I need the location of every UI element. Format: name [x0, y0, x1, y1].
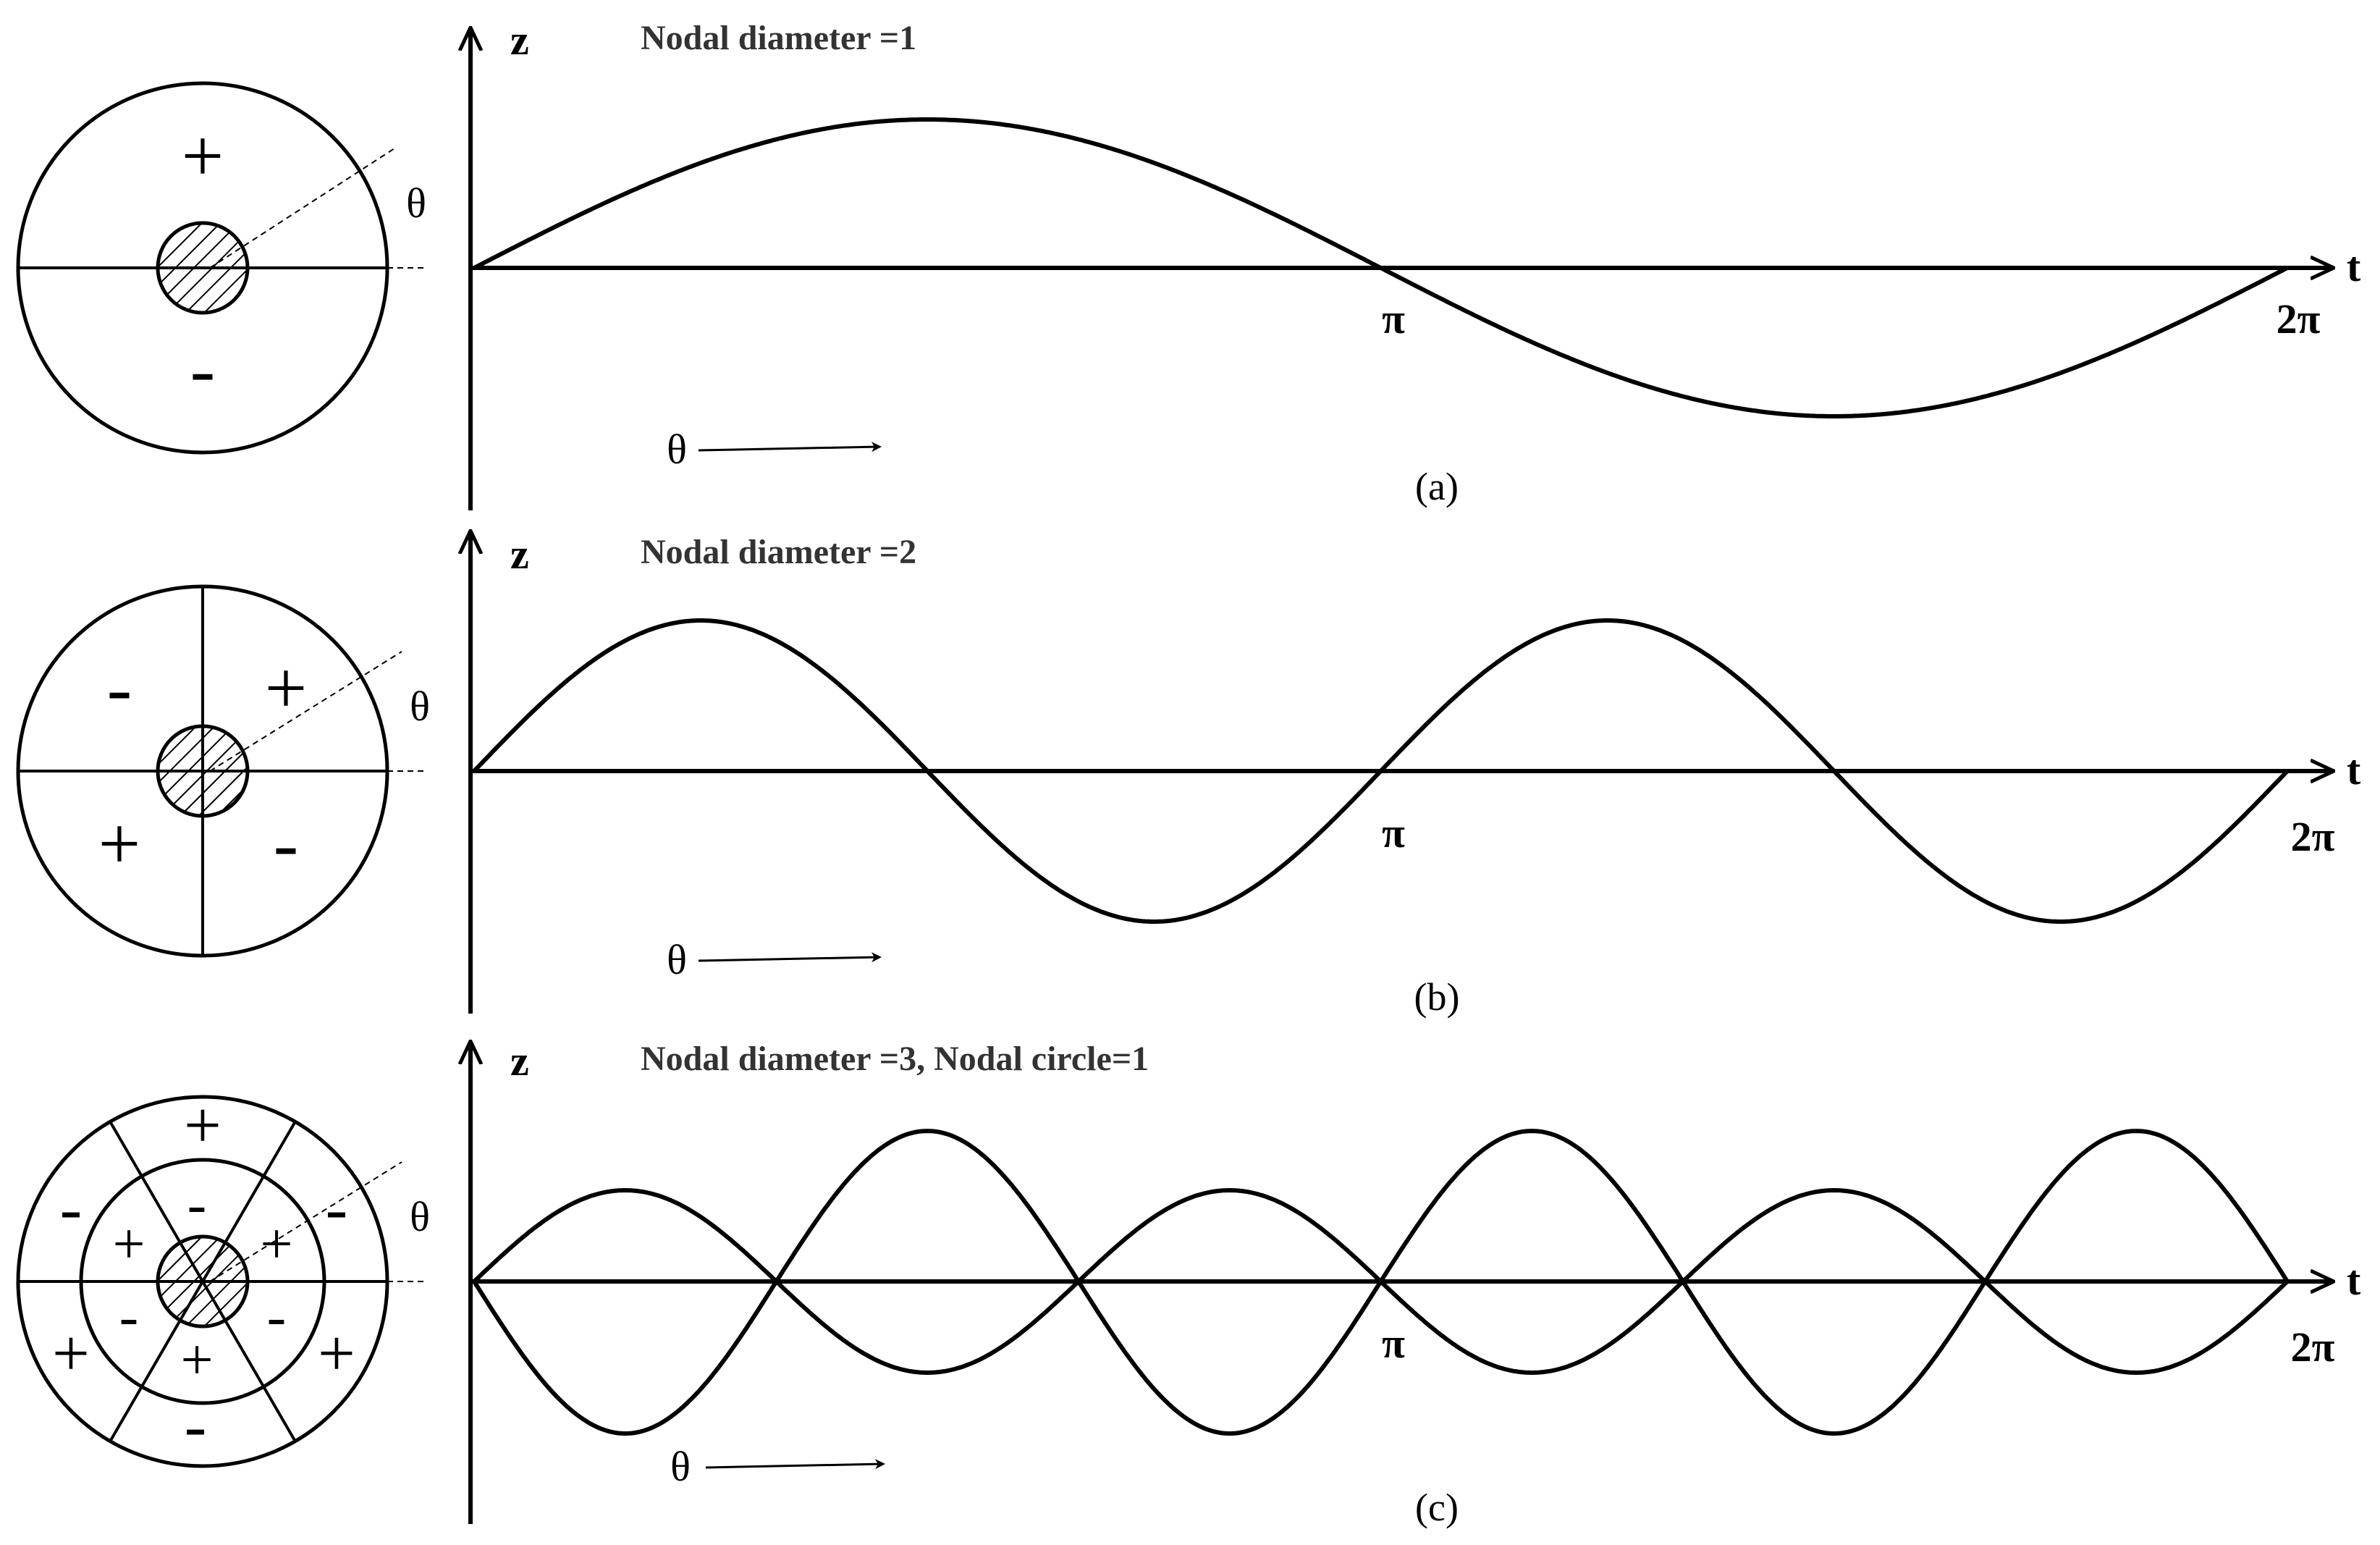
- plot-b: z t Nodal diameter =2 π 2π θ (b): [470, 531, 2361, 1019]
- panel-c: + - - + + - - + + - + - θ z t Nodal diam…: [16, 1037, 2361, 1529]
- hub-hatched: [156, 724, 250, 818]
- theta-arrow-label: θ: [670, 1443, 691, 1490]
- panel-title: Nodal diameter =2: [641, 533, 916, 571]
- z-axis-label: z: [510, 17, 529, 64]
- disk-sign-inner: -: [187, 1173, 207, 1237]
- pi-tick-label: π: [1382, 1320, 1405, 1367]
- t-axis-label: t: [2347, 746, 2361, 793]
- panel-title: Nodal diameter =3, Nodal circle=1: [641, 1040, 1149, 1078]
- disk-sign: +: [182, 114, 224, 198]
- plot-c: z t Nodal diameter =3, Nodal circle=1 π …: [470, 1037, 2361, 1529]
- hub-hatched: [156, 221, 250, 315]
- theta-direction-arrow: [698, 442, 882, 452]
- hub-hatched: [156, 1234, 250, 1329]
- disk-sign-inner: +: [180, 1329, 213, 1392]
- disk-sign-outer: -: [60, 1171, 83, 1245]
- wave-group: [472, 1129, 2290, 1436]
- wave-curve: [472, 1278, 2290, 1436]
- disk-sign: -: [190, 328, 216, 411]
- disk-sign-outer: +: [184, 1088, 221, 1162]
- theta-direction-arrow: [698, 952, 882, 963]
- disk-sign-outer: -: [185, 1389, 207, 1462]
- theta-angle-line: [209, 148, 395, 269]
- disk-sign: -: [107, 647, 132, 730]
- panel-title: Nodal diameter =1: [641, 19, 916, 57]
- wave-curve: [472, 1129, 2290, 1285]
- disk-sign-inner: +: [112, 1213, 145, 1276]
- z-axis-label: z: [510, 1037, 529, 1085]
- theta-arrow-label: θ: [667, 936, 687, 983]
- disk-sign-inner: -: [267, 1285, 287, 1349]
- t-axis-label: t: [2347, 243, 2361, 290]
- disk-a: + - θ: [16, 81, 426, 455]
- disk-c: + - - + + - - + + - + - θ: [16, 1088, 430, 1468]
- theta-label: θ: [406, 180, 426, 227]
- pi-tick-label: π: [1382, 295, 1405, 342]
- wave-group: [472, 618, 2290, 924]
- theta-arrow-label: θ: [667, 426, 687, 473]
- disk-sign-outer: -: [326, 1171, 348, 1245]
- panel-caption: (c): [1415, 1486, 1459, 1529]
- disk-sign-outer: +: [318, 1316, 355, 1390]
- pi-tick-label: π: [1382, 809, 1405, 856]
- disk-sign-inner: -: [119, 1285, 139, 1349]
- t-axis-label: t: [2347, 1257, 2361, 1304]
- panel-caption: (b): [1414, 975, 1460, 1019]
- wave-curve: [473, 117, 2289, 418]
- wave-curve: [472, 618, 2290, 924]
- theta-label: θ: [410, 683, 430, 730]
- disk-sign: +: [98, 802, 141, 885]
- disk-sign: +: [265, 647, 308, 730]
- disk-sign-inner: +: [260, 1213, 292, 1276]
- z-axis-label: z: [510, 531, 529, 578]
- two-pi-tick-label: 2π: [2291, 813, 2335, 860]
- panel-caption: (a): [1415, 465, 1459, 508]
- disk-b: - + + - θ: [16, 584, 430, 958]
- wave-group: [473, 117, 2289, 418]
- two-pi-tick-label: 2π: [2276, 295, 2321, 342]
- panel-a: + - θ z t Nodal diameter =1 π 2π θ (a): [16, 17, 2361, 510]
- panel-b: - + + - θ z t Nodal diameter =2 π 2π θ (…: [16, 531, 2361, 1019]
- two-pi-tick-label: 2π: [2291, 1323, 2335, 1371]
- theta-direction-arrow: [705, 1459, 885, 1470]
- disk-sign: -: [274, 802, 299, 885]
- theta-label: θ: [410, 1193, 430, 1240]
- theta-angle-line: [209, 651, 402, 772]
- theta-angle-line: [209, 1161, 402, 1282]
- plot-a: z t Nodal diameter =1 π 2π θ (a): [470, 17, 2361, 510]
- disk-sign-outer: +: [52, 1316, 90, 1390]
